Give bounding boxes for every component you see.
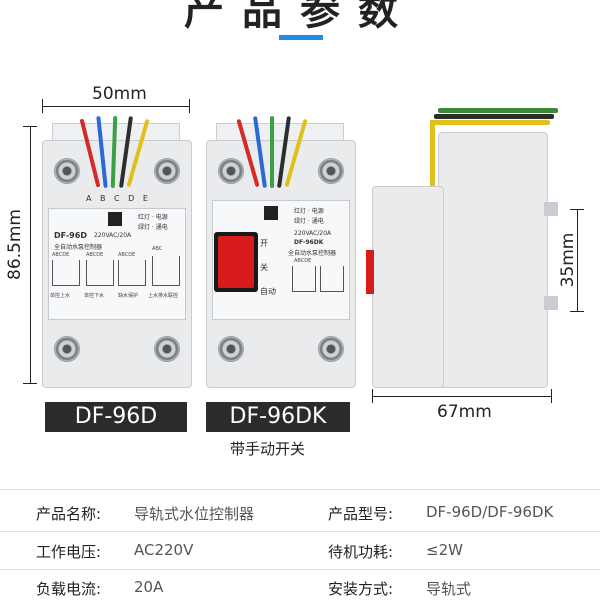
rail-clip-top <box>544 202 558 216</box>
diagram-cols: ABCDE <box>294 258 312 264</box>
device-model-small: DF-96DK <box>294 239 324 246</box>
device-rating: 220VAC/20A <box>294 230 332 237</box>
switch-off-label: 关 <box>260 263 268 272</box>
manual-switch[interactable] <box>214 232 258 292</box>
spec-value-standby-power: ≤2W <box>426 541 463 559</box>
depth-tick-left <box>372 389 373 403</box>
device-rating: 220VAC/20A <box>94 232 132 239</box>
led-green-label: 绿灯 · 通电 <box>138 224 168 231</box>
depth-dimension-label: 67mm <box>437 402 492 422</box>
diagram-cols-4: ABC <box>152 246 163 252</box>
side-wire-yellow <box>430 120 550 125</box>
device-model-small: DF-96D <box>54 231 87 240</box>
terminal-l-top <box>154 158 180 184</box>
height-tick-bottom <box>23 383 37 384</box>
spec-value-load-current: 20A <box>134 578 164 596</box>
terminal-l-top <box>318 158 344 184</box>
tank-diagram-2 <box>86 260 114 286</box>
device-name-small: 全自动水泵控制器 <box>54 244 103 251</box>
switch-on-label: 开 <box>260 239 268 248</box>
wire-green <box>270 116 274 188</box>
depth-dimension-line <box>372 396 552 397</box>
led-green-label: 绿灯 · 通电 <box>294 218 324 225</box>
terminal-l-bottom <box>318 336 344 362</box>
side-wire-black <box>434 114 554 119</box>
spec-value-model: DF-96D/DF-96DK <box>426 503 554 521</box>
led-red-label: 红灯 · 电源 <box>294 208 324 215</box>
spec-divider <box>0 569 600 570</box>
depth-tick-right <box>551 389 552 403</box>
spec-value-voltage: AC220V <box>134 541 194 559</box>
terminal-n-bottom <box>54 336 80 362</box>
rail-tick-top <box>570 209 584 210</box>
spec-divider <box>0 531 600 532</box>
spec-value-product-name: 导轨式水位控制器 <box>134 505 255 523</box>
device-name-small: 全自动水泵控制器 <box>288 250 337 257</box>
rocker-face[interactable] <box>218 236 254 288</box>
title-underline <box>279 35 323 40</box>
mode-label-2: 单控下水 <box>84 293 105 299</box>
rail-tick-bottom <box>570 311 584 312</box>
spec-key-install: 安装方式: <box>328 580 394 598</box>
side-wire-green <box>438 108 558 113</box>
terminal-l-bottom <box>154 336 180 362</box>
spec-key-standby-power: 待机功耗: <box>328 543 394 561</box>
led-window <box>264 206 278 220</box>
spec-divider-top <box>0 489 600 490</box>
height-dimension-label: 86.5mm <box>5 209 25 280</box>
tank-diagram-1 <box>52 260 80 286</box>
model-tag-df96d: DF-96D <box>45 402 187 432</box>
led-red-label: 红灯 · 电源 <box>138 214 168 221</box>
tank-diagram-4 <box>152 256 180 286</box>
terminal-n-top <box>218 158 244 184</box>
terminal-letters: A B C D E <box>86 194 151 203</box>
spec-key-load-current: 负载电流: <box>36 580 102 598</box>
tank-diagram-3 <box>118 260 146 286</box>
terminal-n-top <box>54 158 80 184</box>
device-df96d: A B C D E 红灯 · 电源 绿灯 · 通电 DF-96D 220VAC/… <box>42 115 192 388</box>
mode-label-1: 单控上水 <box>50 293 71 299</box>
device-label-plate <box>48 208 186 320</box>
diagram-cols-2: ABCDE <box>86 252 104 258</box>
diagram-cols-3: ABCDE <box>118 252 136 258</box>
side-wire-yellow-down <box>430 120 435 188</box>
spec-key-voltage: 工作电压: <box>36 543 102 561</box>
switch-auto-label: 自动 <box>260 287 276 296</box>
rail-clip-bottom <box>544 296 558 310</box>
mode-label-4: 上水排水联控 <box>148 293 179 299</box>
spec-key-model: 产品型号: <box>328 505 394 523</box>
device-side-view <box>366 108 558 388</box>
rail-dimension-label: 35mm <box>558 232 578 288</box>
width-dimension-line <box>42 106 190 107</box>
spec-value-install: 导轨式 <box>426 580 472 598</box>
manual-switch-caption: 带手动开关 <box>230 440 306 458</box>
mode-label-3: 缺水保护 <box>118 293 139 299</box>
led-window <box>108 212 122 226</box>
device-df96dk: 红灯 · 电源 绿灯 · 通电 开 关 自动 220VAC/20A DF-96D… <box>206 116 356 388</box>
side-switch <box>366 250 374 294</box>
rail-dimension-line <box>577 209 578 312</box>
page-title: 产品参数 <box>184 0 416 34</box>
height-dimension-line <box>30 126 31 384</box>
model-tag-df96dk: DF-96DK <box>206 402 350 432</box>
height-tick-top <box>23 126 37 127</box>
spec-key-product-name: 产品名称: <box>36 505 102 523</box>
tank-diagram-2 <box>320 266 344 292</box>
diagram-cols-1: ABCDE <box>52 252 70 258</box>
width-dimension-label: 50mm <box>92 84 147 104</box>
side-body-front <box>372 186 444 388</box>
width-tick-left <box>42 99 43 113</box>
terminal-n-bottom <box>218 336 244 362</box>
side-body-rear <box>438 132 548 388</box>
device-label-plate <box>212 200 350 320</box>
tank-diagram-1 <box>292 266 316 292</box>
width-tick-right <box>189 99 190 113</box>
